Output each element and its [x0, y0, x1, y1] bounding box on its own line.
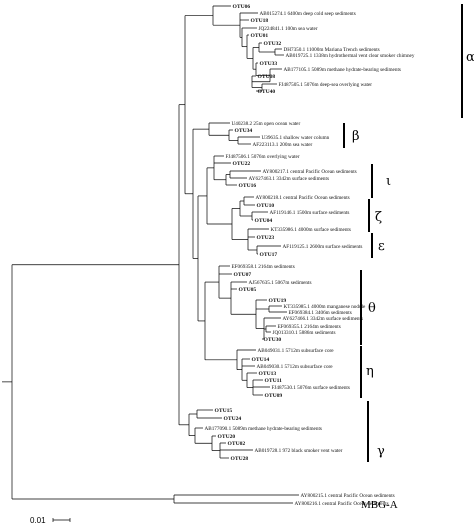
otu-label: OTU15 — [215, 408, 233, 414]
reference-sequence-label: AB177090.1 5089m methane hydrate-bearing… — [205, 426, 322, 432]
clade-label-alpha: α — [466, 50, 474, 65]
otu-label: OTU18 — [251, 18, 269, 24]
scale-bar: 0.01 — [30, 516, 71, 525]
otu-label: OTU10 — [257, 203, 275, 209]
otu-label: OTU07 — [234, 272, 252, 278]
reference-sequence-label: FJ487530.1 5076m surface sediments — [272, 384, 350, 391]
reference-sequence-label: EF069355.1 2164m sediments — [278, 324, 341, 330]
clade-label-eta: η — [366, 364, 374, 379]
otu-label: OTU13 — [259, 371, 277, 377]
reference-sequence-label: AY800217.1 central Pacific Ocean sedimen… — [263, 168, 357, 175]
otu-label: OTU20 — [218, 434, 236, 440]
otu-label: OTU19 — [269, 298, 287, 304]
clade-label-zeta: ζ — [375, 210, 382, 225]
reference-sequence-label: AB019728.1 972 black smoker vent water — [255, 448, 343, 454]
otu-label: OTU08 — [258, 74, 276, 80]
otu-label: OTU06 — [233, 4, 251, 10]
otu-label: OTU04 — [255, 218, 273, 224]
otu-label: OTU09 — [265, 393, 283, 399]
reference-sequence-label: DH7350.1 11000m Mariana Trench sediments — [284, 47, 380, 53]
clade-label-epsilon: ε — [378, 239, 385, 254]
reference-sequence-label: AY800215.1 central Pacific Ocean sedimen… — [301, 492, 395, 499]
reference-sequence-label: AB015274.1 6400m deep cold seep sediment… — [260, 11, 356, 17]
otu-label: OTU16 — [239, 183, 257, 189]
reference-sequence-label: JQ224841.1 100m sea water — [259, 26, 318, 32]
clade-label-beta: β — [352, 129, 360, 144]
reference-sequence-label: U39635.1 shallow water column — [262, 135, 330, 141]
otu-label: OTU14 — [252, 357, 270, 363]
otu-label: OTU32 — [264, 41, 282, 47]
otu-label: OTU33 — [260, 61, 278, 67]
otu-label: OTU02 — [228, 441, 246, 447]
otu-label: OTU01 — [251, 33, 269, 39]
reference-sequence-label: EF069384.1 3406m sediments — [289, 310, 352, 316]
otu-label: OTU23 — [257, 235, 275, 241]
reference-sequence-label: FJ487505.1 5076m deep-sea overlying wate… — [279, 82, 373, 88]
reference-sequence-label: AY800218.1 central Pacific Ocean sedimen… — [256, 194, 350, 201]
reference-sequence-label: FJ487506.1 5076m overlying water — [226, 154, 300, 160]
reference-sequence-label: AB049031.1 5712m subsurface core — [258, 347, 335, 354]
otu-label: OTU40 — [258, 89, 276, 95]
scale-bar-label: 0.01 — [30, 516, 46, 525]
reference-sequence-label: AY800216.1 central Pacific Ocean sedimen… — [295, 500, 389, 507]
reference-sequence-label: U40238.2 25m open ocean water — [232, 121, 301, 127]
clade-label-iota: ι — [386, 174, 391, 189]
reference-sequence-label: AY627463.1 3342m surface sediments — [249, 175, 330, 182]
reference-sequence-label: KT335986.1 4000m surface sediments — [271, 226, 351, 233]
clade-label-theta: θ — [368, 301, 376, 316]
otu-label: OTU17 — [260, 252, 278, 258]
clade-label-mbga: MBG-A — [361, 499, 398, 511]
reference-sequence-label: EF069358.1 2164m sediments — [232, 264, 295, 270]
reference-sequence-label: AJ567635.1 5067m sediments — [249, 280, 312, 286]
reference-sequence-label: AF119125.1 2600m surface sediments — [283, 243, 363, 250]
otu-label: OTU28 — [231, 456, 249, 462]
reference-sequence-label: AB177105.1 5089m methane hydrate-bearing… — [284, 67, 401, 73]
otu-label: OTU05 — [239, 287, 257, 293]
otu-label: OTU30 — [264, 337, 282, 343]
reference-sequence-label: AF223113.1 200m sea water — [253, 142, 313, 148]
otu-label: OTU24 — [224, 416, 242, 422]
reference-sequence-label: AY627466.1 3342m surface sediments — [283, 315, 364, 322]
tree-branches — [2, 5, 299, 504]
reference-sequence-label: JQ013310.1 5886m sediments — [273, 330, 336, 336]
otu-label: OTU34 — [235, 128, 253, 134]
otu-label: OTU22 — [233, 161, 251, 167]
reference-sequence-label: AB049030.1 5712m subsurface core — [257, 363, 334, 370]
reference-sequence-label: KT335985.1 4000m manganese nodule — [284, 304, 367, 310]
reference-sequence-label: AB019725.1 1338m hydrothermal vent clear… — [286, 53, 415, 59]
otu-label: OTU11 — [265, 378, 283, 384]
clade-label-gamma: γ — [377, 444, 385, 459]
reference-sequence-label: AF119146.1 1500m surface sediments — [270, 209, 350, 216]
